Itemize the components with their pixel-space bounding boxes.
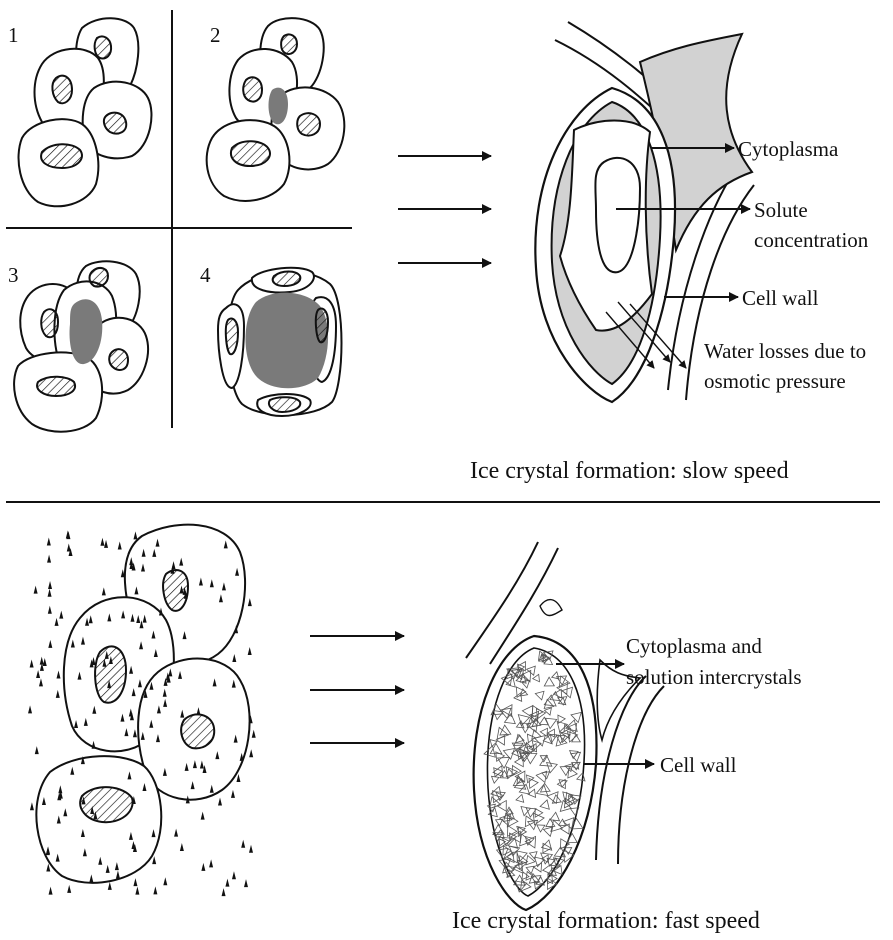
fast-arrows [310, 636, 404, 743]
panel-number-4: 4 [200, 263, 211, 287]
label-water-2: osmotic pressure [704, 369, 846, 393]
label-cytoplasma: Cytoplasma [738, 137, 839, 161]
panel-number-1: 1 [8, 23, 19, 47]
label-cell-wall-slow: Cell wall [742, 286, 819, 310]
label-cell-wall-fast: Cell wall [660, 753, 737, 777]
panel-number-3: 3 [8, 263, 19, 287]
label-solute-1: Solute [754, 198, 808, 222]
panel-3-cells [14, 261, 148, 431]
fast-cluster [36, 525, 249, 883]
label-solute-2: concentration [754, 228, 869, 252]
panel-number-2: 2 [210, 23, 221, 47]
label-cytoplasma-fast-2: solution intercrystals [626, 665, 802, 689]
caption-slow: Ice crystal formation: slow speed [470, 458, 789, 484]
label-water-1: Water losses due to [704, 339, 866, 363]
panel-4-cells [218, 268, 342, 416]
caption-fast: Ice crystal formation: fast speed [452, 908, 760, 934]
slow-arrows [398, 156, 491, 263]
panel-2-cells [207, 18, 345, 201]
slow-panels: 1 2 3 4 [6, 10, 352, 432]
panel-1-cells [19, 18, 152, 206]
fast-cell [466, 542, 664, 910]
label-cytoplasma-fast-1: Cytoplasma and [626, 634, 762, 658]
